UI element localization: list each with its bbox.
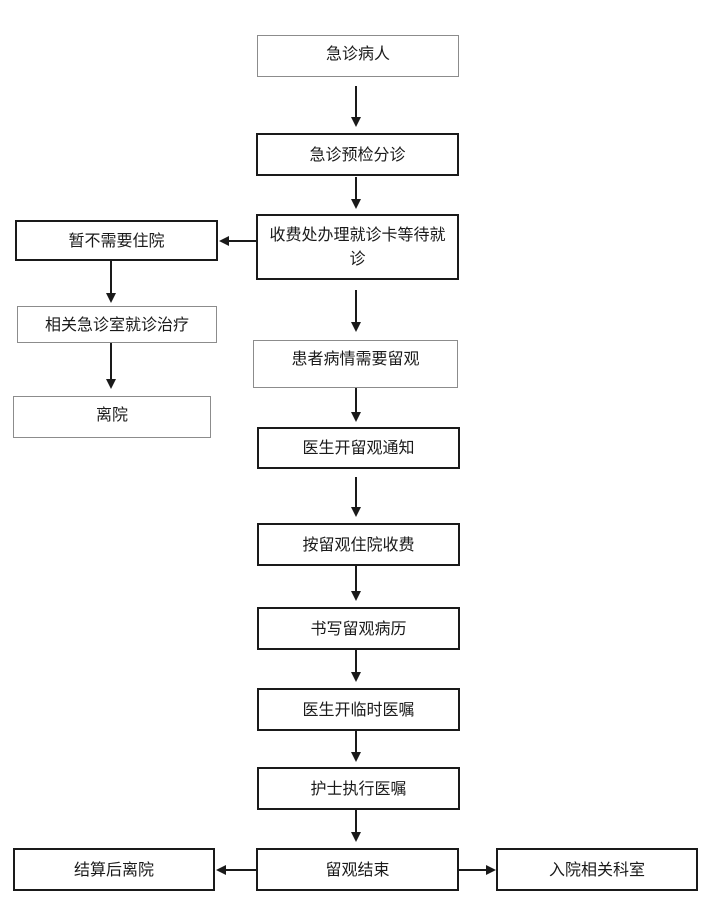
- node-leave-hospital-label: 离院: [95, 405, 128, 424]
- node-observation-notice-label: 医生开留观通知: [302, 438, 415, 457]
- node-emergency-patient: 急诊病人: [257, 35, 459, 77]
- node-observation-notice: 医生开留观通知: [257, 427, 460, 469]
- node-leave-hospital: 离院: [13, 396, 211, 438]
- node-need-observation: 患者病情需要留观: [253, 340, 458, 388]
- node-write-record-label: 书写留观病历: [310, 618, 407, 638]
- node-observation-fee: 按留观住院收费: [257, 523, 460, 566]
- node-nurse-execute: 护士执行医嘱: [257, 767, 460, 810]
- node-no-admission: 暂不需要住院: [15, 220, 218, 261]
- node-observation-end-label: 留观结束: [325, 859, 390, 879]
- node-related-treatment: 相关急诊室就诊治疗: [17, 306, 217, 343]
- node-admit-department: 入院相关科室: [496, 848, 698, 891]
- node-temp-order-label: 医生开临时医嘱: [302, 699, 415, 719]
- node-admit-department-label: 入院相关科室: [548, 859, 645, 879]
- node-need-observation-label: 患者病情需要留观: [291, 349, 420, 368]
- node-related-treatment-label: 相关急诊室就诊治疗: [44, 314, 189, 334]
- node-register: 收费处办理就诊卡等待就诊: [256, 214, 459, 280]
- node-temp-order: 医生开临时医嘱: [257, 688, 460, 731]
- node-observation-end: 留观结束: [256, 848, 459, 891]
- node-triage-label: 急诊预检分诊: [309, 144, 406, 164]
- node-nurse-execute-label: 护士执行医嘱: [310, 778, 407, 798]
- node-register-label: 收费处办理就诊卡等待就诊: [269, 225, 446, 268]
- node-triage: 急诊预检分诊: [256, 133, 459, 176]
- node-settle-leave: 结算后离院: [13, 848, 215, 891]
- node-write-record: 书写留观病历: [257, 607, 460, 650]
- node-observation-fee-label: 按留观住院收费: [302, 534, 415, 554]
- node-settle-leave-label: 结算后离院: [73, 859, 154, 879]
- node-emergency-patient-label: 急诊病人: [325, 44, 390, 63]
- node-no-admission-label: 暂不需要住院: [68, 230, 165, 250]
